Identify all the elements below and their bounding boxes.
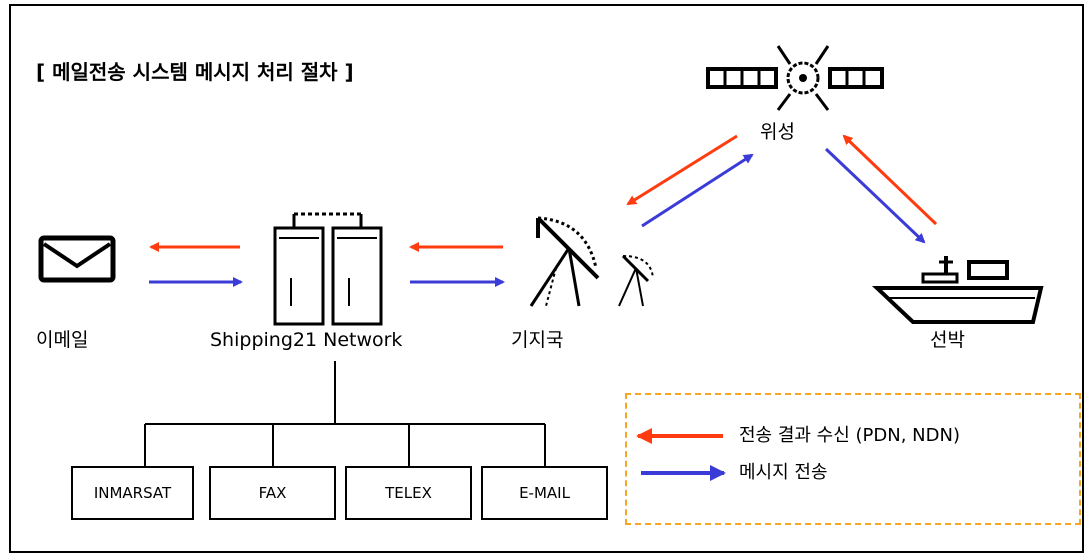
legend-box <box>625 393 1081 525</box>
satellite-label: 위성 <box>760 121 795 143</box>
subsystem-box-fax: FAX <box>209 466 336 520</box>
network-label: Shipping21 Network <box>210 329 403 351</box>
envelope-icon <box>38 235 116 283</box>
base-station-label: 기지국 <box>511 329 564 351</box>
email-label: 이메일 <box>36 329 89 351</box>
ship-label: 선박 <box>930 329 965 351</box>
arrow-result-ship-to-satellite <box>842 134 938 226</box>
ship-icon <box>871 256 1044 324</box>
arrow-message-satellite-to-ship <box>824 147 926 244</box>
subsystem-connector <box>144 361 546 466</box>
satellite-icon <box>706 45 884 111</box>
base-station-icon <box>529 216 654 307</box>
arrow-message-base-to-satellite <box>641 153 754 228</box>
arrow-result-satellite-to-base <box>626 134 738 206</box>
legend-result-label: 전송 결과 수신 (PDN, NDN) <box>739 425 960 446</box>
diagram-title: [ 메일전송 시스템 메시지 처리 절차 ] <box>36 60 354 84</box>
diagram-canvas <box>38 45 1044 481</box>
server-icon <box>273 212 383 326</box>
subsystem-box-telex: TELEX <box>345 466 472 520</box>
legend-message-label: 메시지 전송 <box>739 462 828 483</box>
subsystem-box-email: E-MAIL <box>481 466 608 520</box>
diagram-frame: [ 메일전송 시스템 메시지 처리 절차 ] 이메일 Shipping21 Ne… <box>9 4 1084 553</box>
subsystem-box-inmarsat: INMARSAT <box>71 466 194 520</box>
